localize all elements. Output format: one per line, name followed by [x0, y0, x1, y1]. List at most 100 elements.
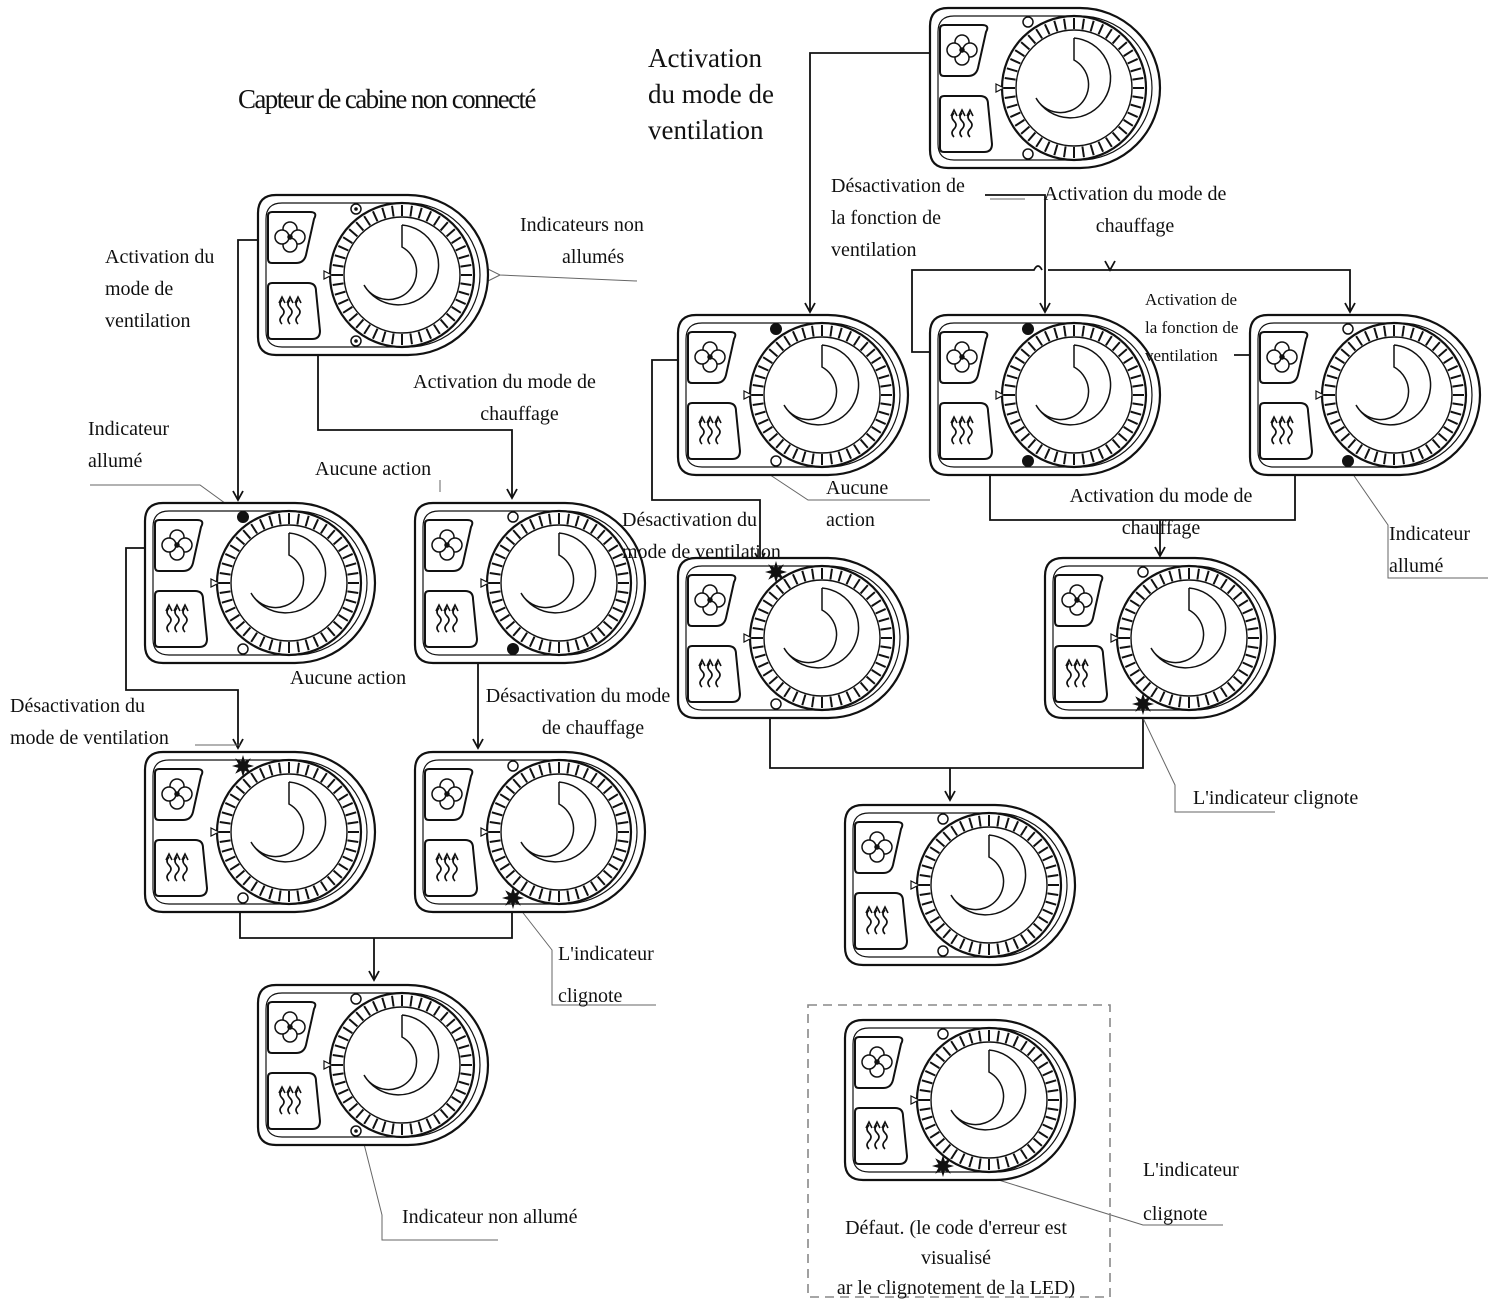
pointer-icon: [323, 270, 334, 280]
connector: [959, 1167, 1223, 1226]
title-left: Capteur de cabine non connecté: [238, 84, 536, 114]
control-panel: [413, 501, 647, 665]
pointer-icon: [1315, 390, 1326, 400]
fan-icon: [274, 1011, 306, 1043]
control-panel: [1043, 556, 1277, 720]
temperature-scale: [1035, 344, 1112, 426]
rotary-knob: [915, 1026, 1063, 1174]
indicator-blinking: [1132, 693, 1154, 715]
rotary-knob: [328, 201, 476, 349]
rotary-knob: [1320, 321, 1468, 469]
rotary-knob: [1115, 564, 1263, 712]
temperature-scale: [950, 834, 1027, 916]
heat-button: [687, 645, 742, 703]
heat-icon: [278, 1085, 302, 1115]
heat-button: [939, 402, 994, 460]
fan-button: [267, 1001, 317, 1054]
temperature-scale: [520, 781, 597, 863]
temperature-scale: [250, 781, 327, 863]
fan-icon: [861, 831, 893, 863]
rotary-knob: [1000, 14, 1148, 162]
rotary-knob: [1000, 321, 1148, 469]
fan-button: [854, 821, 904, 874]
control-panel: [256, 983, 490, 1147]
label-aucune-action-mid: Aucune action: [290, 667, 407, 689]
indicator-on: [1022, 323, 1034, 335]
fan-button: [1054, 574, 1104, 627]
control-panel: [676, 556, 910, 720]
label-indicateurs-non-allumes: Indicateurs non allumés: [520, 214, 644, 268]
label-desactivation-ventilation-right: Désactivation du mode de ventilation: [622, 509, 781, 563]
fan-button: [854, 1036, 904, 1089]
control-panel: [256, 193, 490, 357]
label-clignote-right-mid: L'indicateur clignote: [1193, 787, 1359, 809]
temperature-scale: [783, 587, 860, 669]
indicator-off: [350, 993, 362, 1005]
heat-button: [424, 839, 479, 897]
heat-icon: [435, 603, 459, 633]
heat-button: [267, 282, 322, 340]
indicator-off: [237, 892, 249, 904]
arrow-head: [1104, 260, 1116, 272]
heat-button: [1259, 402, 1314, 460]
indicator-off: [1137, 566, 1149, 578]
label-clignote-left: L'indicateur clignote: [558, 943, 654, 1007]
indicator-off: [507, 511, 519, 523]
indicator-blinking: [765, 561, 787, 583]
connector: [1142, 717, 1275, 813]
control-panel: [1248, 313, 1482, 477]
connector: [1349, 469, 1488, 579]
control-panel: [143, 501, 377, 665]
rotary-knob: [485, 758, 633, 906]
rotary-knob: [748, 564, 896, 712]
connector: [512, 899, 656, 1006]
fan-icon: [431, 778, 463, 810]
temperature-scale: [1355, 344, 1432, 426]
control-panel: [843, 803, 1077, 967]
indicator-off: [770, 455, 782, 467]
pointer-icon: [1110, 633, 1121, 643]
heat-button: [1054, 645, 1109, 703]
temperature-scale: [520, 532, 597, 614]
label-indicateur-non-allume-bottom: Indicateur non allumé: [402, 1206, 578, 1228]
heat-button: [939, 95, 994, 153]
connector: [911, 265, 1043, 353]
indicator-off: [937, 1028, 949, 1040]
connector: [809, 52, 935, 312]
label-activation-chauffage-right-top: Activation du mode de chauffage: [1043, 183, 1227, 237]
arrow-head: [472, 738, 484, 750]
indicator-off: [770, 698, 782, 710]
fan-icon: [861, 1046, 893, 1078]
label-activation-ventilation-left: Activation du mode de ventilation: [105, 246, 215, 332]
label-desactivation-ventilation-left: Désactivation du mode de ventilation: [10, 695, 169, 749]
indicator-blinking: [502, 887, 524, 909]
arrow-head: [368, 970, 380, 982]
pointer-icon: [743, 633, 754, 643]
pointer-icon: [323, 1060, 334, 1070]
indicator-on: [770, 323, 782, 335]
fan-icon: [694, 584, 726, 616]
fan-icon: [946, 34, 978, 66]
indicator-off: [1342, 323, 1354, 335]
heat-button: [267, 1072, 322, 1130]
temperature-scale: [250, 532, 327, 614]
indicator-blinking: [232, 755, 254, 777]
fan-button: [687, 331, 737, 384]
label-desactivation-fonction-ventilation: Désactivation de la fonction de ventilat…: [831, 175, 965, 261]
rotary-knob: [748, 321, 896, 469]
indicator-on: [237, 511, 249, 523]
fan-icon: [1061, 584, 1093, 616]
fan-button: [154, 768, 204, 821]
label-indicateur-allume-left: Indicateur allumé: [88, 418, 170, 472]
pointer-icon: [480, 827, 491, 837]
arrow-head: [944, 790, 956, 802]
fan-button: [424, 768, 474, 821]
heat-button: [154, 839, 209, 897]
fan-icon: [946, 341, 978, 373]
heat-icon: [165, 852, 189, 882]
arrow-head: [804, 302, 816, 314]
temperature-scale: [1035, 37, 1112, 119]
indicator-off: [1022, 148, 1034, 160]
arrow-head: [1154, 546, 1166, 558]
